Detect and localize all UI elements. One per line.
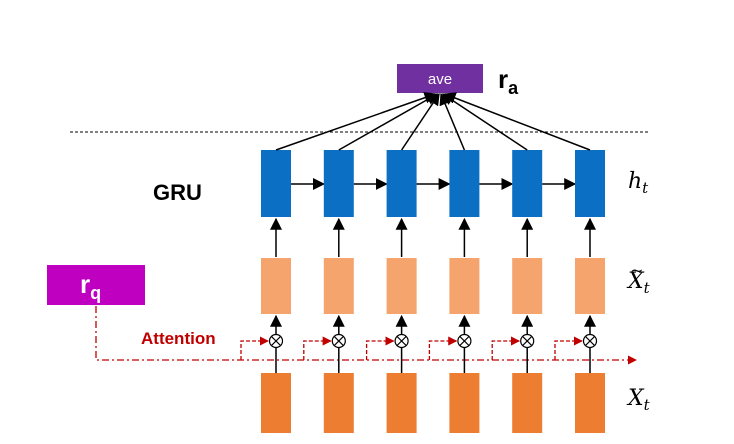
input-box <box>512 373 543 433</box>
input-box <box>261 373 291 433</box>
gru-label: GRU <box>153 180 202 205</box>
rq-label: rq <box>80 269 101 303</box>
ave-label: ave <box>428 71 452 88</box>
gru-cell <box>575 150 605 217</box>
xt-tilde-label: ~ Xt <box>626 261 651 297</box>
attention-branch-arrow <box>491 336 521 360</box>
ra-label: ra <box>498 64 519 98</box>
attended-input-box <box>261 258 291 314</box>
gru-cell <box>449 150 480 217</box>
rq-label-main: r <box>80 269 90 299</box>
ra-label-sub: a <box>508 78 519 98</box>
attended-input-box <box>323 258 354 314</box>
ave-node: ave <box>397 64 483 93</box>
input-box <box>323 373 354 433</box>
circled-times-icon-stroke <box>585 336 595 346</box>
circled-times-icon-stroke <box>271 336 281 346</box>
xt-tilde-text: Xt <box>626 269 651 297</box>
xt-tilde-label-main: X <box>626 269 645 294</box>
ht-label: ht <box>628 169 649 197</box>
xt-label-sub: t <box>644 396 651 414</box>
attention-branch-arrow <box>240 336 269 360</box>
attention-branch-arrow <box>303 336 332 360</box>
gru-cell <box>261 150 291 217</box>
input-box <box>386 373 417 433</box>
attended-input-box <box>575 258 605 314</box>
xt-label-main: X <box>626 386 645 411</box>
attention-main-path <box>95 306 637 365</box>
attended-input-box <box>449 258 480 314</box>
circled-times-icon-stroke <box>397 336 407 346</box>
gru-to-ave-arrow <box>443 92 591 151</box>
ra-label-main: r <box>498 64 508 94</box>
timestep-columns <box>240 91 605 433</box>
xt-tilde-label-sub: t <box>644 279 651 297</box>
gru-to-ave-arrow <box>441 93 528 151</box>
gru-cell <box>386 150 417 217</box>
rq-box <box>47 265 145 305</box>
gru-to-ave-arrow <box>400 93 440 151</box>
input-box <box>449 373 480 433</box>
attention-branch-arrow <box>554 336 583 360</box>
gru-to-ave-arrow <box>338 93 439 151</box>
attention-branch-arrow <box>428 336 458 360</box>
ave-box <box>397 64 483 93</box>
ht-label-main: h <box>628 169 642 194</box>
circled-times-icon-stroke <box>459 336 469 346</box>
rq-label-sub: q <box>90 283 101 303</box>
gru-cell <box>323 150 354 217</box>
xt-label: Xt <box>626 386 651 414</box>
gru-to-ave-arrow <box>439 92 466 151</box>
attended-input-box <box>386 258 417 314</box>
input-box <box>575 373 605 433</box>
circled-times-icon-stroke <box>334 336 344 346</box>
gru-to-ave-arrow <box>275 91 437 151</box>
attention-branch-arrow <box>365 336 395 360</box>
attention-label: Attention <box>141 329 216 348</box>
rq-node: rq <box>47 265 145 305</box>
attended-input-box <box>512 258 543 314</box>
ht-label-sub: t <box>642 179 649 197</box>
gru-cell <box>512 150 543 217</box>
xt-tilde-tilde: ~ <box>630 261 643 280</box>
circled-times-icon-stroke <box>522 336 532 346</box>
